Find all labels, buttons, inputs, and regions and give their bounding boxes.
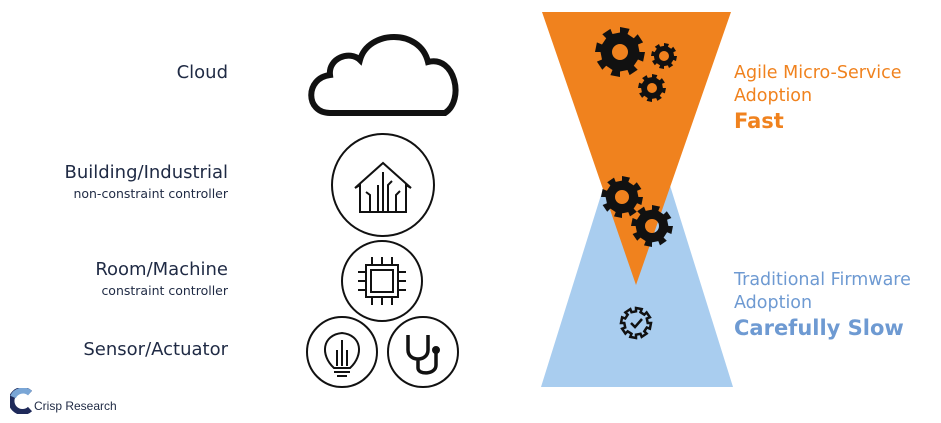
cloud-icon	[308, 34, 459, 116]
logo-text: Crisp Research	[34, 399, 117, 413]
checkmark-icon	[630, 318, 643, 329]
level-room-subtitle: constraint controller	[101, 283, 228, 298]
level-room: Room/Machine	[95, 259, 228, 280]
fast-line2: Adoption	[734, 86, 813, 106]
logo-c-icon	[10, 388, 32, 414]
microchip-icon	[341, 240, 423, 322]
level-cloud: Cloud	[176, 62, 228, 83]
slow-description: Traditional Firmware Adoption Carefully …	[734, 269, 911, 341]
fast-line1: Agile Micro-Service	[734, 63, 902, 83]
gear-icon	[638, 74, 666, 102]
stethoscope-icon	[387, 316, 459, 388]
smart-bulb-icon	[306, 316, 378, 388]
gear-icon	[601, 176, 643, 218]
gear-icon	[631, 205, 673, 247]
crisp-research-logo: Crisp Research	[10, 388, 117, 414]
level-building: Building/Industrial	[64, 162, 228, 183]
slow-line2: Adoption	[734, 293, 813, 313]
gear-icon	[595, 27, 645, 77]
fast-description: Agile Micro-Service Adoption Fast	[734, 62, 902, 134]
level-sensor: Sensor/Actuator	[83, 339, 228, 360]
slow-line1: Traditional Firmware	[734, 270, 911, 290]
gear-icon	[619, 306, 653, 340]
fast-speed: Fast	[734, 109, 784, 133]
level-building-subtitle: non-constraint controller	[73, 186, 228, 201]
smart-building-icon	[331, 133, 435, 237]
slow-speed: Carefully Slow	[734, 316, 904, 340]
gear-icon	[651, 43, 677, 69]
fast-adoption-triangle	[542, 12, 731, 285]
